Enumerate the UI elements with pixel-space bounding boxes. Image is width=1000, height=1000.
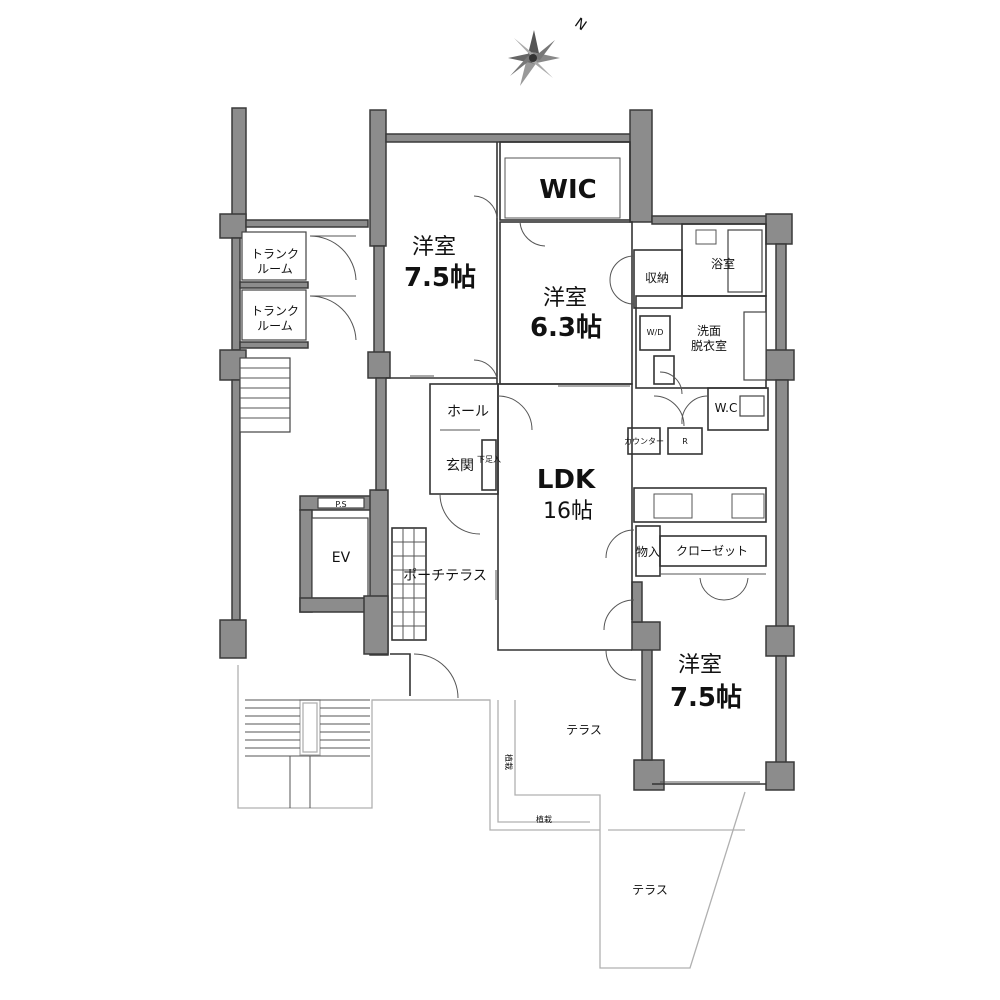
- washroom-label-b: 脱衣室: [691, 338, 727, 353]
- planter-1-label: 植栽: [504, 754, 514, 770]
- bedroom-center-type: 洋室: [543, 286, 587, 311]
- compass-rose-icon: [508, 30, 560, 86]
- mono-label: 物入: [636, 545, 660, 559]
- trunk-room-2-label-b: ルーム: [257, 319, 293, 333]
- wm-label: W/D: [647, 328, 664, 337]
- bedroom-left-size: 7.5帖: [404, 263, 476, 293]
- counter-label: カウンター: [624, 437, 664, 446]
- hall-label: ホール: [447, 404, 489, 420]
- bedroom-right-type: 洋室: [678, 653, 722, 678]
- trunk-room-1-label-b: ルーム: [257, 262, 293, 276]
- shoe-box-label: 下足入: [477, 455, 501, 464]
- trunk-room-1-label-a: トランク: [251, 247, 299, 261]
- terrace-2-label: テラス: [632, 883, 668, 897]
- washroom-label-a: 洗面: [697, 324, 721, 338]
- ldk-label: LDK: [537, 465, 596, 495]
- wc-label: W.C: [715, 401, 738, 415]
- closet-label: クローゼット: [676, 544, 748, 558]
- stairs-upper: [239, 357, 291, 433]
- wic-label: WIC: [539, 175, 596, 205]
- unit-walls: [363, 109, 795, 791]
- bath-label: 浴室: [711, 256, 735, 271]
- planter-2-label: 植栽: [536, 814, 552, 824]
- door-swings: [413, 195, 749, 699]
- terrace-1-label: テラス: [566, 723, 602, 737]
- stairs-lower: [245, 699, 370, 808]
- trunk-rooms: [241, 231, 357, 341]
- ev-label: EV: [332, 550, 351, 566]
- terrace-outline: [237, 665, 746, 969]
- ldk-size: 16帖: [543, 499, 593, 524]
- porch-grille: [390, 527, 427, 696]
- window-marks: [410, 375, 760, 783]
- entrance-label: 玄関: [446, 457, 474, 474]
- bedroom-center-size: 6.3帖: [530, 313, 602, 343]
- trunk-room-2-label-a: トランク: [251, 304, 299, 318]
- storage-label: 収納: [645, 271, 669, 285]
- north-label: N: [571, 15, 589, 34]
- refrigerator-label: R: [682, 437, 688, 446]
- interior-walls: [386, 141, 769, 785]
- porch-terrace-label: ポーチテラス: [403, 568, 487, 584]
- ps-label: P.S: [335, 500, 346, 509]
- bedroom-right-size: 7.5帖: [670, 683, 742, 713]
- bedroom-left-type: 洋室: [412, 235, 456, 260]
